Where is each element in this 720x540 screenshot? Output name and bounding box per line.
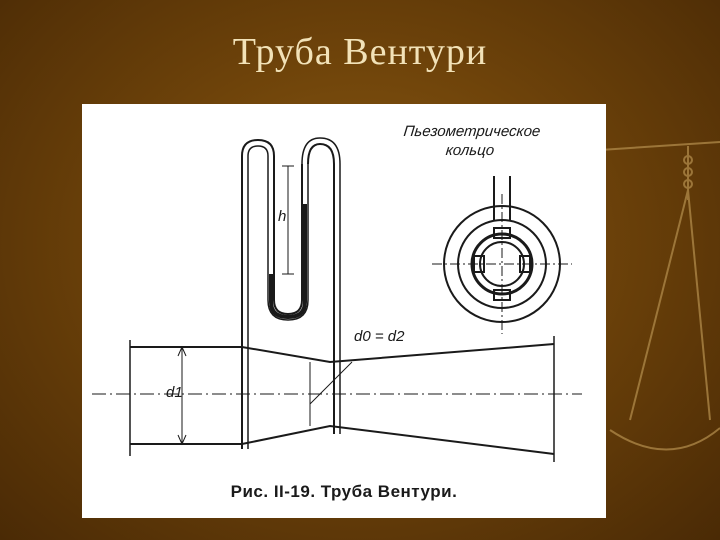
h-label: h: [278, 208, 287, 225]
manometer-right-leg: [307, 142, 335, 434]
d1-label: d1: [166, 384, 183, 401]
slide-title: Труба Вентури: [232, 31, 488, 73]
d0-d2-label: d0 = d2: [354, 328, 405, 345]
tube-upper-wall: [130, 343, 555, 364]
venturi-diagram: [92, 137, 582, 462]
venturi-figure: Пьезометрическое кольцо h d1 d0 = d2 Рис…: [82, 104, 606, 518]
figure-caption: Рис. II-19. Труба Вентури.: [230, 482, 458, 501]
manometer-left-leg: [241, 138, 303, 449]
scales-decoration: [600, 141, 720, 451]
ring-label-line1: Пьезометрическое: [402, 123, 542, 140]
d0-leader: [309, 361, 353, 405]
ring-label-line2: кольцо: [444, 142, 496, 159]
piezometric-ring: [432, 176, 572, 334]
piezometric-ring-label: Пьезометрическое кольцо: [374, 122, 568, 160]
manometer-liquid: [269, 204, 307, 320]
tube-lower-wall: [130, 424, 555, 455]
